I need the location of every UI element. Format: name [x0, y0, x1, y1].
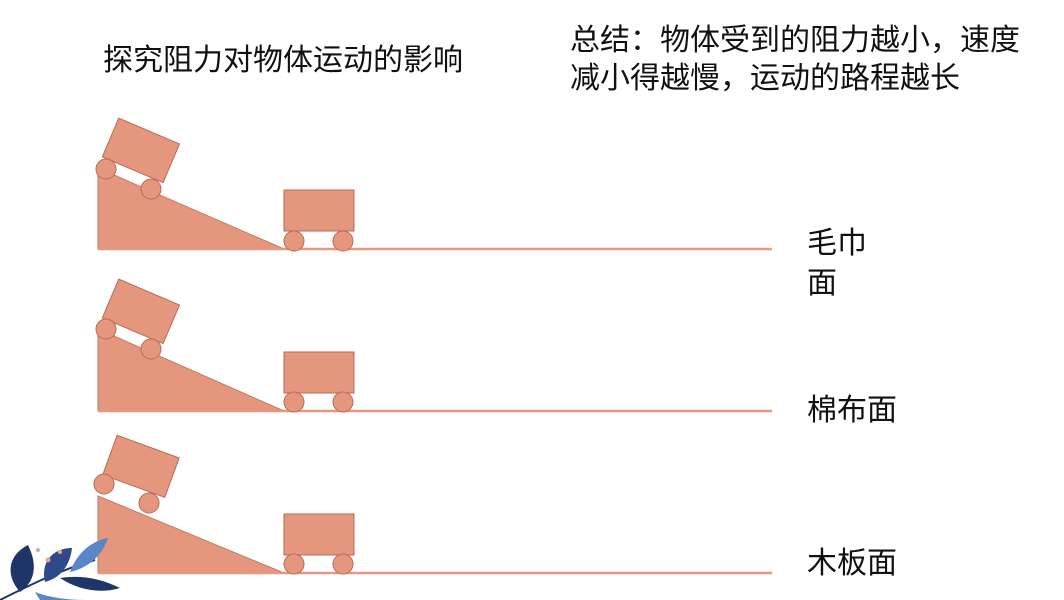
flat-cart-wheel-left	[283, 391, 305, 413]
surface-label-cotton: 棉布面	[807, 393, 897, 428]
flat-cart-wheel-right	[332, 230, 354, 252]
ramp-cart-wheel-back	[138, 492, 160, 514]
ramp	[97, 167, 285, 250]
ramp	[97, 328, 285, 412]
ramp-cart-wheel-front	[93, 473, 115, 495]
experiment-row-wood	[93, 434, 772, 575]
ramp-cart-wheel-back	[140, 338, 162, 360]
leaf-branch-icon	[0, 538, 120, 600]
ramp-cart-body	[101, 278, 181, 345]
flat-cart-body	[283, 513, 355, 556]
flat-cart-body	[283, 189, 355, 232]
ramp-cart-body	[101, 117, 181, 184]
ramp	[97, 495, 285, 574]
ramp-cart	[101, 278, 181, 345]
flat-cart-wheel-left	[283, 230, 305, 252]
ramp-cart-body	[102, 434, 180, 499]
ramp-cart-wheel-back	[140, 178, 162, 200]
slide-title: 探究阻力对物体运动的影响	[103, 43, 463, 78]
experiment-row-cotton	[95, 278, 772, 413]
ramp-cart	[102, 434, 180, 499]
experiment-row-towel	[95, 117, 772, 252]
flat-cart-wheel-left	[283, 553, 305, 575]
flat-cart-wheel-right	[332, 391, 354, 413]
summary-text: 总结：物体受到的阻力越小，速度减小得越慢，运动的路程越长	[570, 23, 1020, 96]
ramp-cart-wheel-front	[95, 318, 117, 340]
surface-label-towel: 毛巾面	[807, 226, 867, 301]
ramp-cart-wheel-front	[95, 158, 117, 180]
flat-cart-body	[283, 351, 355, 394]
ramp-cart	[101, 117, 181, 184]
surface-label-wood: 木板面	[807, 546, 897, 581]
flat-cart-wheel-right	[332, 553, 354, 575]
